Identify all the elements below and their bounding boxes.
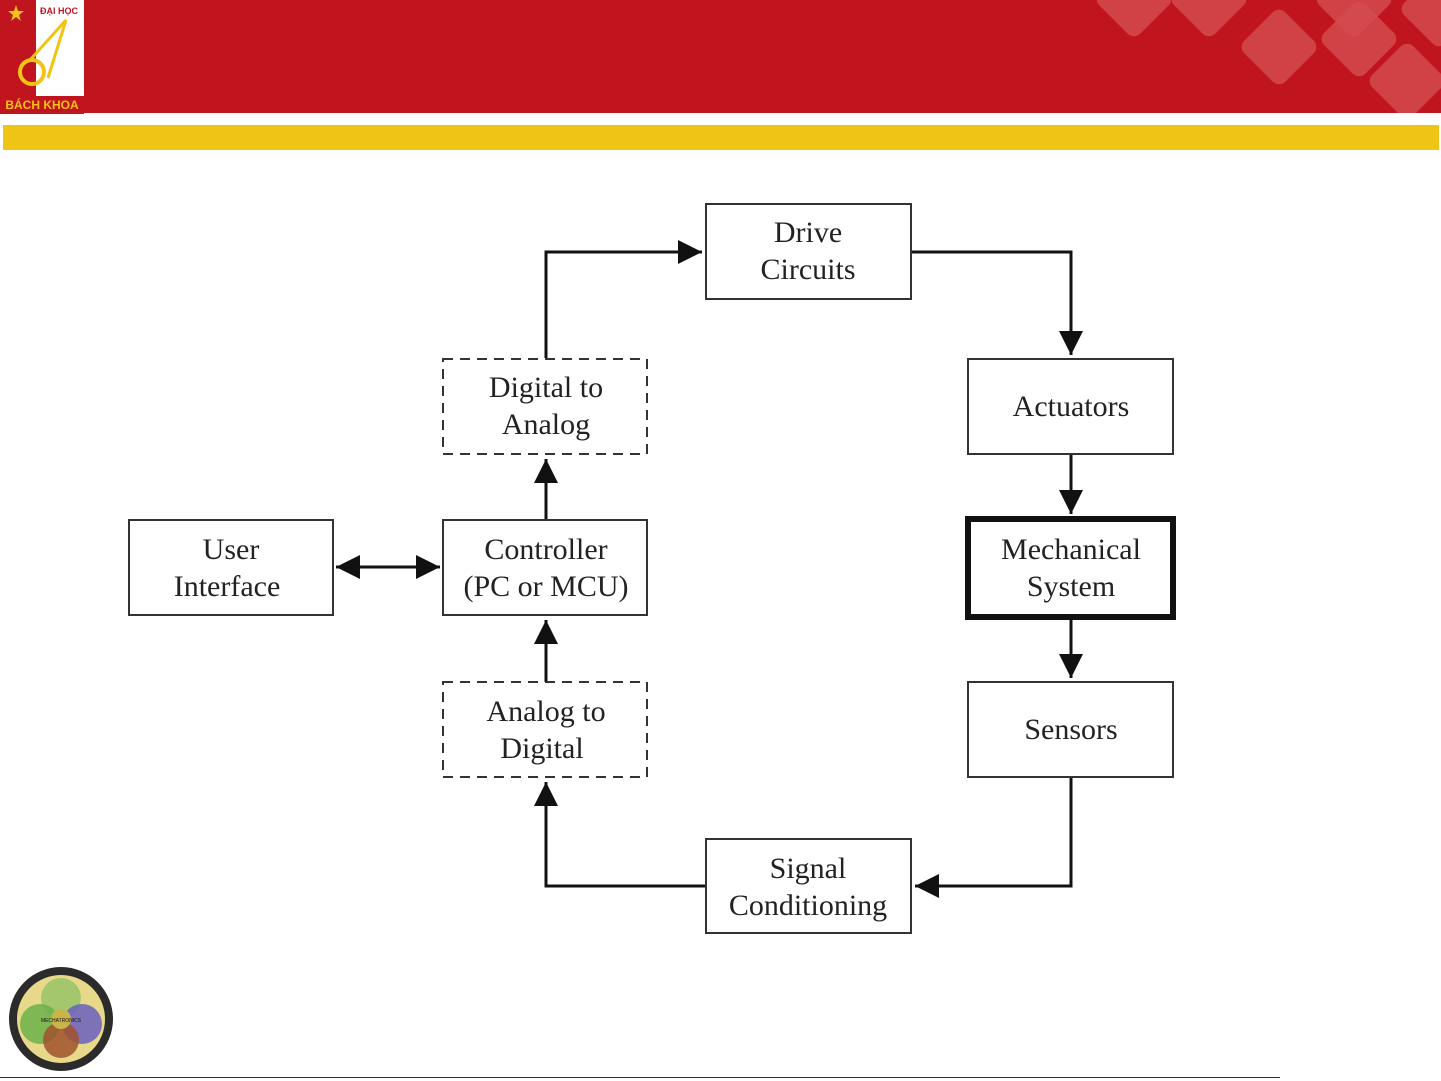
label-sensors: Sensors [1024,713,1117,746]
label-adc-1: Analog to [486,695,605,728]
label-dac-2: Analog [502,408,590,441]
label-dac-1: Digital to [489,371,603,404]
label-adc-2: Digital [500,732,583,765]
arrow-sensors-to-signal [915,778,1071,886]
label-controller-1: Controller [484,533,607,566]
label-signal-1: Signal [770,852,847,885]
emblem-label: MECHATRONICS [41,1018,82,1024]
label-drive-1: Drive [774,216,842,249]
mechatronics-emblem-icon: MECHATRONICS [8,966,114,1072]
label-ui-1: User [203,533,260,566]
arrow-signal-to-adc [546,782,705,886]
label-mechanical-1: Mechanical [1001,533,1141,566]
arrow-dac-to-drive [546,252,702,358]
footer-rule [0,1077,1280,1078]
arrow-drive-to-actuators [911,252,1071,355]
label-signal-2: Conditioning [729,889,887,922]
label-actuators: Actuators [1013,390,1130,423]
label-ui-2: Interface [174,570,281,603]
label-controller-2: (PC or MCU) [463,570,628,603]
label-drive-2: Circuits [761,253,856,286]
label-mechanical-2: System [1027,570,1115,603]
